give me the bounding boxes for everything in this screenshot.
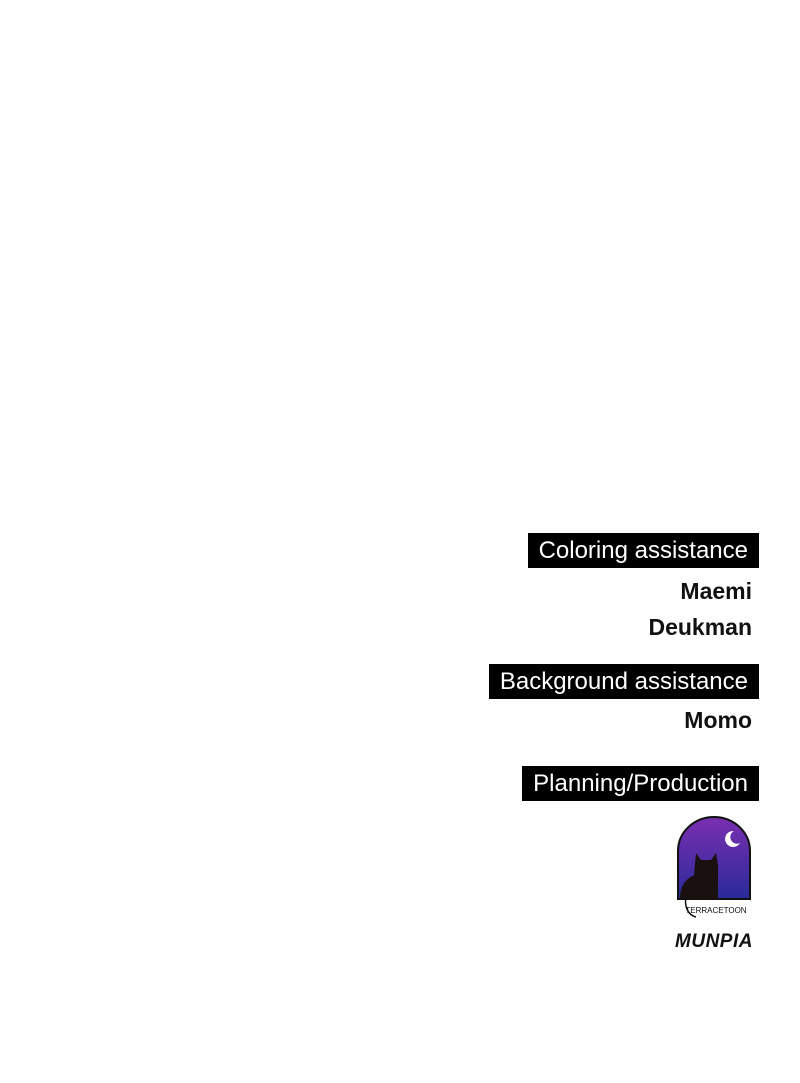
role-label-coloring: Coloring assistance	[527, 533, 759, 568]
credit-name: Deukman	[648, 614, 752, 640]
role-label-background: Background assistance	[488, 664, 759, 699]
role-label-planning: Planning/Production	[522, 766, 759, 801]
cat-icon	[680, 853, 718, 899]
credit-name: Maemi	[680, 578, 752, 604]
terracetoon-text: TERRACETOON	[685, 906, 746, 915]
munpia-logo: MUNPIA	[675, 931, 753, 952]
credit-name: Momo	[684, 707, 752, 733]
moon-icon	[725, 830, 740, 847]
terracetoon-logo: TERRACETOON	[677, 816, 751, 918]
